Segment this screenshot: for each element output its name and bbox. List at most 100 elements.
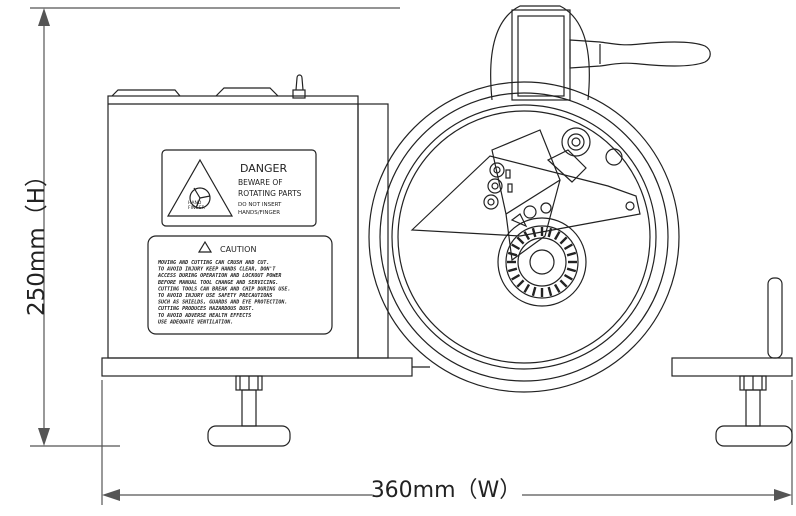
caution-line: SUCH AS SHIELDS, GUARDS AND EYE PROTECTI… bbox=[158, 300, 287, 306]
toggle-switch-base bbox=[292, 89, 306, 99]
danger-fan-blades bbox=[193, 187, 211, 209]
top-cap bbox=[490, 5, 590, 101]
foot-right-pad bbox=[715, 425, 793, 447]
collet-inner bbox=[517, 237, 567, 287]
collet-tooth bbox=[523, 283, 531, 293]
collet-outer bbox=[497, 217, 587, 307]
danger-line2: ROTATING PARTS bbox=[238, 189, 302, 198]
base-assembly bbox=[101, 277, 793, 447]
tool-rest-hole bbox=[625, 201, 635, 211]
clamp-arm bbox=[546, 149, 587, 183]
caution-label: CAUTION MOVING AND CUTTING CAN CRUSH AND… bbox=[147, 235, 333, 335]
collet-tooth bbox=[559, 236, 568, 245]
clamp-screw-1-hex bbox=[493, 166, 501, 174]
collet-tooth bbox=[507, 267, 518, 273]
caution-warning-icon bbox=[197, 240, 213, 253]
toggle-switch-lever bbox=[295, 74, 304, 91]
top-handle-assembly bbox=[490, 5, 711, 101]
caution-line: TO AVOID INJURY USE SAFETY PRECAUTIONS bbox=[158, 293, 272, 299]
adjust-hole bbox=[605, 148, 623, 166]
danger-line3: DO NOT INSERT bbox=[238, 202, 282, 208]
height-arrow-top bbox=[38, 8, 50, 26]
collet-tooth bbox=[553, 283, 561, 293]
danger-title: DANGER bbox=[240, 162, 288, 175]
collet-spindle bbox=[497, 217, 587, 307]
clamp-screw-1 bbox=[489, 162, 505, 178]
top-block-inner bbox=[517, 15, 565, 97]
collet-tooth bbox=[531, 286, 537, 297]
caution-line: USE ADEQUATE VENTILATION. bbox=[158, 319, 233, 325]
danger-label: HAND FINGER DANGER BEWARE OF ROTATING PA… bbox=[161, 149, 317, 227]
tool-bit-screw bbox=[540, 202, 552, 214]
caution-line: BEFORE MANUAL TOOL CHANGE AND SERVICING. bbox=[157, 280, 278, 286]
clamp-block-side bbox=[505, 179, 561, 262]
collet-tooth bbox=[563, 273, 573, 281]
width-arrow-right bbox=[774, 489, 792, 501]
danger-icon-caption1: HAND bbox=[188, 200, 202, 206]
collet-ring bbox=[505, 225, 579, 299]
clamp-screw-2 bbox=[487, 178, 503, 194]
collet-tooth bbox=[516, 279, 525, 288]
crank-handle bbox=[569, 39, 711, 69]
wheel-ring-2 bbox=[379, 92, 669, 382]
adjust-knob-center bbox=[571, 137, 581, 147]
clamp-screw-3-hex bbox=[487, 198, 495, 206]
wheel-outer-rim bbox=[368, 81, 680, 393]
foot-left-pad bbox=[207, 425, 291, 447]
adjust-knob-outer bbox=[561, 127, 591, 157]
collet-tooth bbox=[566, 251, 577, 257]
clamp-screw-2-hex bbox=[491, 182, 499, 190]
wheel-inner-face bbox=[397, 110, 651, 364]
clamp-small-hole-2 bbox=[507, 183, 513, 193]
collet-tooth bbox=[511, 273, 521, 281]
caution-line: TO AVOID INJURY KEEP HANDS CLEAR, DON'T bbox=[158, 267, 276, 273]
support-post bbox=[767, 277, 783, 359]
collet-tooth bbox=[547, 227, 553, 238]
foot-right-stem bbox=[745, 389, 761, 427]
collet-center bbox=[529, 249, 555, 275]
tool-rest-plate bbox=[410, 155, 641, 237]
clamp-small-hole-1 bbox=[505, 169, 511, 179]
tool-bit-holder bbox=[523, 205, 537, 219]
danger-label-border bbox=[161, 149, 317, 227]
caution-title: CAUTION bbox=[220, 245, 256, 254]
housing-side-panel bbox=[357, 103, 389, 359]
collet-tooth bbox=[523, 231, 531, 241]
danger-rotating-fan-icon bbox=[189, 187, 211, 209]
collet-tooth bbox=[511, 243, 521, 251]
base-plate-left bbox=[101, 357, 413, 377]
collet-tooth bbox=[559, 279, 568, 288]
caution-label-border bbox=[147, 235, 333, 335]
danger-warning-triangle bbox=[166, 158, 234, 217]
collet-tooth bbox=[553, 231, 561, 241]
width-label-bg bbox=[372, 478, 522, 502]
caution-line: CUTTING PRODUCES HAZARDOUS DUST. bbox=[158, 306, 254, 312]
collet-tooth bbox=[547, 286, 553, 297]
clamp-block bbox=[491, 129, 561, 215]
caution-text-block: MOVING AND CUTTING CAN CRUSH AND CUT.TO … bbox=[157, 260, 290, 325]
grinding-wheel bbox=[368, 81, 680, 393]
collet-tooth bbox=[563, 243, 573, 251]
height-label: 250mm（H） bbox=[24, 164, 50, 316]
width-label: 360mm（W） bbox=[371, 478, 522, 503]
width-arrow-left bbox=[102, 489, 120, 501]
collet-tooth bbox=[507, 251, 518, 257]
height-dimension bbox=[30, 7, 400, 447]
tool-bit-tip bbox=[510, 213, 528, 228]
caution-line: CUTTING TOOLS CAN BREAK AND CHIP DURING … bbox=[158, 286, 290, 292]
adjust-knob-inner bbox=[567, 133, 585, 151]
wheel-ring-3 bbox=[391, 104, 657, 370]
tool-holder bbox=[410, 127, 641, 262]
clamp-screw-3 bbox=[483, 194, 499, 210]
danger-line1: BEWARE OF bbox=[238, 178, 283, 187]
collet-tooth bbox=[566, 267, 577, 273]
danger-line4: HANDS/FINGER bbox=[238, 210, 280, 216]
caution-line: MOVING AND CUTTING CAN CRUSH AND CUT. bbox=[157, 260, 269, 266]
caution-line: TO AVOID ADVERSE HEALTH EFFECTS bbox=[158, 313, 251, 319]
collet-tooth bbox=[531, 227, 537, 238]
housing-vent-left bbox=[111, 89, 181, 97]
foot-left-stem bbox=[241, 389, 257, 427]
caution-line: ACCESS DURING OPERATION AND LOCKOUT POWE… bbox=[157, 273, 281, 279]
